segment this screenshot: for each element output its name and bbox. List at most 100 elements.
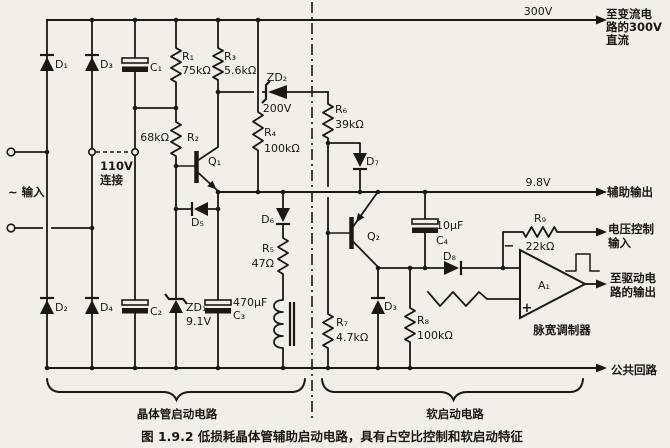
- 110v-terminal-right: [131, 148, 140, 157]
- label-300v: 300V: [524, 5, 553, 18]
- labels: D₁ D₃ C₁ R₁ 75kΩ R₃ 5.6kΩ 68kΩ R₂ Q₁ D₅ …: [8, 5, 662, 444]
- section-label-transistor-start: 晶体管启动电路: [137, 407, 218, 421]
- label-r5-value: 47Ω: [252, 257, 274, 270]
- ac-terminal-top: [6, 147, 16, 157]
- label-drive-out-1: 至驱动电: [610, 271, 656, 285]
- label-zd1: ZD₁: [186, 301, 206, 314]
- label-ac-input: ~ 输入: [8, 185, 45, 199]
- label-d5: D₅: [191, 216, 204, 229]
- diode-d7: [353, 153, 367, 171]
- label-r3: R₃: [224, 50, 236, 63]
- label-r2: R₂: [187, 131, 199, 144]
- diode-d1: [40, 53, 54, 71]
- label-vctrl-1: 电压控制: [608, 222, 654, 236]
- label-zd1-value: 9.1V: [186, 315, 211, 328]
- branch-r6-r7: [322, 91, 334, 369]
- label-r5: R₅: [262, 242, 274, 255]
- arrow-aux-out: [596, 187, 607, 197]
- label-r1-value: 75kΩ: [182, 64, 211, 77]
- diode-d3b: [371, 296, 385, 314]
- transformer-core: [288, 302, 296, 346]
- label-r4-value: 100kΩ: [264, 142, 300, 155]
- label-r6-value: 39kΩ: [335, 118, 364, 131]
- label-d3a: D₃: [100, 58, 113, 71]
- cap-c3: [204, 299, 232, 314]
- label-r8-value: 100kΩ: [417, 329, 453, 342]
- diode-d2: [40, 296, 54, 314]
- label-vctrl-2: 输入: [608, 236, 631, 250]
- label-pwm: 脉宽调制器: [532, 323, 591, 337]
- branch-r3: [212, 19, 224, 93]
- arrow-300v-out: [596, 15, 607, 25]
- zener-zd1: [164, 293, 188, 313]
- label-c3: C₃: [233, 309, 245, 322]
- diode-d6: [276, 208, 290, 226]
- label-d3b: D₃: [384, 300, 397, 313]
- arrow-vctrl: [596, 227, 607, 237]
- label-r2-value: 68kΩ: [140, 131, 169, 144]
- label-d4: D₄: [100, 301, 113, 314]
- sawtooth-wave: [426, 290, 521, 307]
- label-zd2-value: 200V: [263, 102, 292, 115]
- diode-d5: [190, 202, 208, 216]
- label-dc300-out-1: 至变流电: [606, 7, 652, 21]
- label-dc300-out-2: 路的300V: [606, 20, 662, 34]
- label-c3-value: 470μF: [233, 296, 267, 309]
- label-r1: R₁: [182, 50, 194, 63]
- cap-c1: [121, 57, 149, 72]
- symbols: [40, 15, 607, 373]
- opamp-a1: [519, 248, 588, 320]
- label-dc300-out-3: 直流: [606, 33, 629, 47]
- label-110v-2: 连接: [100, 173, 123, 187]
- ac-terminal-bottom: [6, 223, 16, 233]
- label-a1: A₁: [538, 279, 550, 292]
- arrow-drive-out: [596, 279, 607, 289]
- label-zd2: ZD₂: [267, 71, 287, 84]
- label-r7-value: 4.7kΩ: [336, 331, 368, 344]
- label-drive-out-2: 路的输出: [610, 285, 656, 299]
- arrow-common: [596, 363, 607, 373]
- brace-transistor-start: [46, 378, 306, 403]
- label-q1: Q₁: [208, 155, 221, 168]
- label-r9: R₉: [534, 212, 546, 225]
- transistor-q2: [349, 213, 365, 249]
- label-q2: Q₂: [367, 230, 380, 243]
- diode-d4: [85, 296, 99, 314]
- section-label-soft-start: 软启动电路: [426, 407, 484, 421]
- label-r7: R₇: [336, 316, 348, 329]
- label-d8: D₈: [443, 250, 456, 263]
- branch-d6-r5-coil: [273, 191, 289, 369]
- q1-collector: [197, 91, 219, 162]
- label-r3-value: 5.6kΩ: [224, 64, 256, 77]
- label-c4-value: 10μF: [436, 219, 463, 232]
- label-common: 公共回路: [611, 363, 657, 377]
- label-d1: D₁: [55, 58, 68, 71]
- cap-c2: [121, 299, 149, 314]
- r9-wire: [502, 226, 597, 269]
- branch-r1-r2-zd1: [170, 19, 182, 369]
- transistor-q1: [194, 151, 217, 190]
- label-110v-1: 110V: [100, 159, 133, 173]
- label-aux-out: 辅助输出: [607, 185, 653, 199]
- branch-r4: [252, 19, 264, 193]
- d7-wire: [327, 142, 361, 193]
- label-r8: R₈: [417, 314, 430, 327]
- label-c2: C₂: [150, 305, 162, 318]
- cap-c4: [411, 218, 439, 233]
- opamp-minus-sign: −: [504, 239, 515, 254]
- diode-d3a: [85, 53, 99, 71]
- junction-dots: [44, 17, 506, 371]
- label-d6: D₆: [261, 213, 274, 226]
- wires: [14, 19, 600, 369]
- label-c1: C₁: [150, 61, 162, 74]
- q2-collector: [352, 240, 380, 269]
- label-9v8: 9.8V: [525, 176, 550, 189]
- branch-r8: [404, 267, 416, 369]
- zener-zd2: [261, 80, 287, 104]
- terminals: [6, 147, 140, 233]
- label-d2: D₂: [55, 301, 68, 314]
- opamp-plus-sign: +: [522, 301, 533, 316]
- 110v-terminal-left: [88, 148, 97, 157]
